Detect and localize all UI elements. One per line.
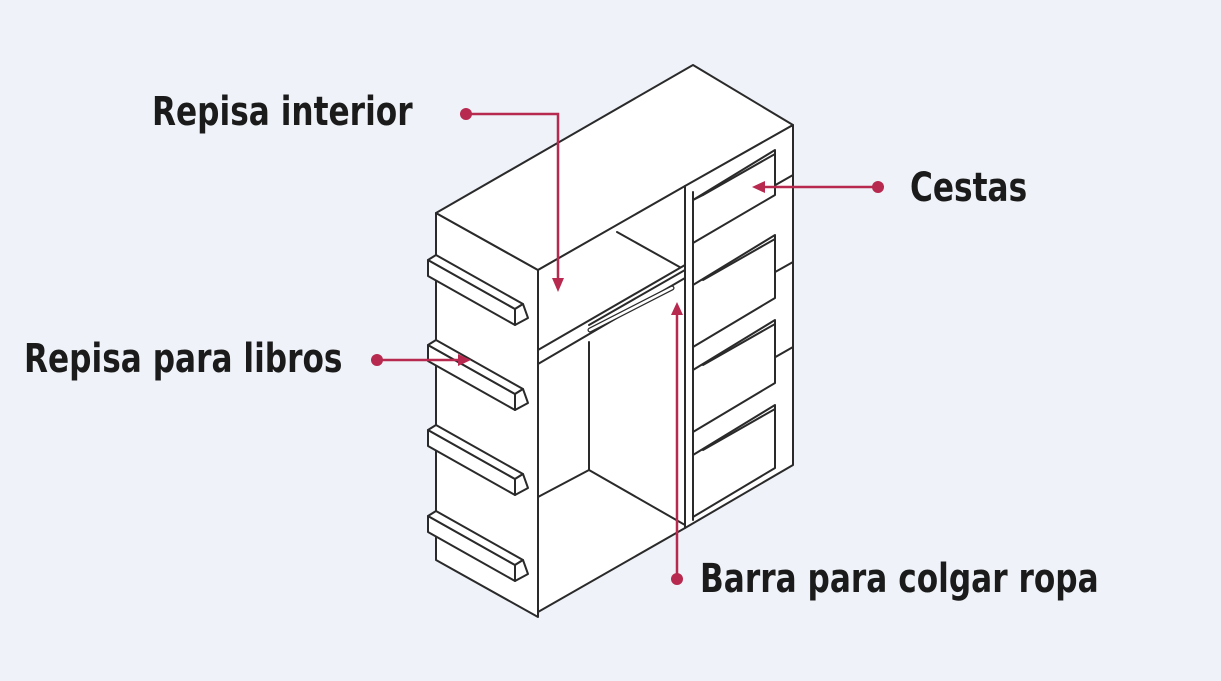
dot-cestas	[872, 181, 884, 193]
dot-repisa-interior	[460, 108, 472, 120]
basket-4	[692, 404, 776, 518]
book-shelf-3	[427, 424, 529, 496]
arrow-repisa-interior	[552, 278, 564, 292]
arrow-repisa-libros	[458, 354, 471, 366]
label-repisa-libros: Repisa para libros	[24, 336, 343, 382]
leader-repisa-interior	[466, 112, 560, 282]
label-repisa-interior: Repisa interior	[152, 89, 413, 135]
arrow-barra	[671, 302, 683, 315]
basket-2	[692, 234, 776, 348]
label-barra-colgar-ropa: Barra para colgar ropa	[700, 556, 1099, 602]
arrow-cestas	[752, 181, 765, 193]
dot-barra	[671, 573, 683, 585]
basket-1	[692, 149, 776, 244]
label-cestas: Cestas	[910, 165, 1028, 211]
dot-repisa-libros	[371, 354, 383, 366]
book-shelf-1	[427, 254, 529, 326]
interior-shelf	[537, 264, 686, 365]
book-shelf-4	[427, 510, 529, 582]
basket-3	[692, 319, 776, 433]
